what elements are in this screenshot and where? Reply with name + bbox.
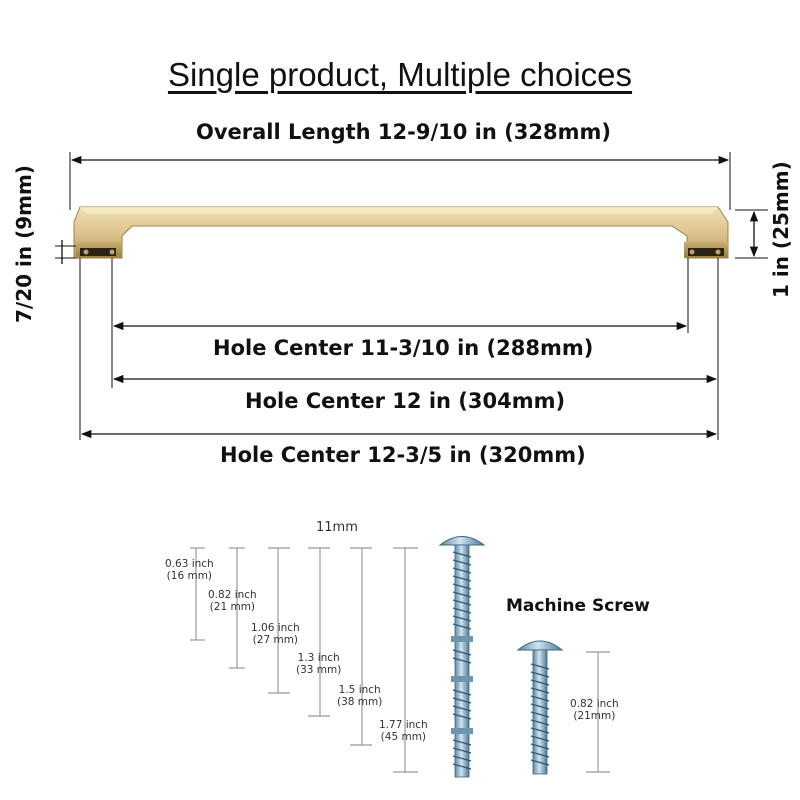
height-left-label: 7/20 in (9mm)	[12, 165, 36, 323]
screw-length-27: 1.06 inch (27 mm)	[251, 622, 300, 646]
short-screw-image	[516, 640, 564, 775]
screw-length-16: 0.63 inch (16 mm)	[165, 558, 214, 582]
machine-screw-title: Machine Screw	[506, 596, 650, 616]
screw-length-guides	[190, 547, 610, 773]
long-screw-image	[438, 536, 486, 778]
cabinet-handle	[73, 206, 729, 259]
screw-length-33: 1.3 inch (33 mm)	[296, 652, 342, 676]
screw-length-21: 0.82 inch (21 mm)	[208, 589, 257, 613]
machine-screw-length: 0.82 inch (21mm)	[570, 698, 619, 722]
height-right-label: 1 in (25mm)	[769, 161, 793, 298]
page-title: Single product, Multiple choices	[167, 56, 633, 93]
hole-center-304-label: Hole Center 12 in (304mm)	[245, 389, 566, 413]
screw-width-label: 11mm	[316, 520, 358, 535]
hole-center-288-label: Hole Center 11-3/10 in (288mm)	[213, 336, 594, 360]
hole-center-320-label: Hole Center 12-3/5 in (320mm)	[220, 443, 586, 467]
overall-length-label: Overall Length 12-9/10 in (328mm)	[196, 120, 611, 144]
screw-length-45: 1.77 inch (45 mm)	[379, 719, 428, 743]
screw-length-38: 1.5 inch (38 mm)	[337, 684, 383, 708]
